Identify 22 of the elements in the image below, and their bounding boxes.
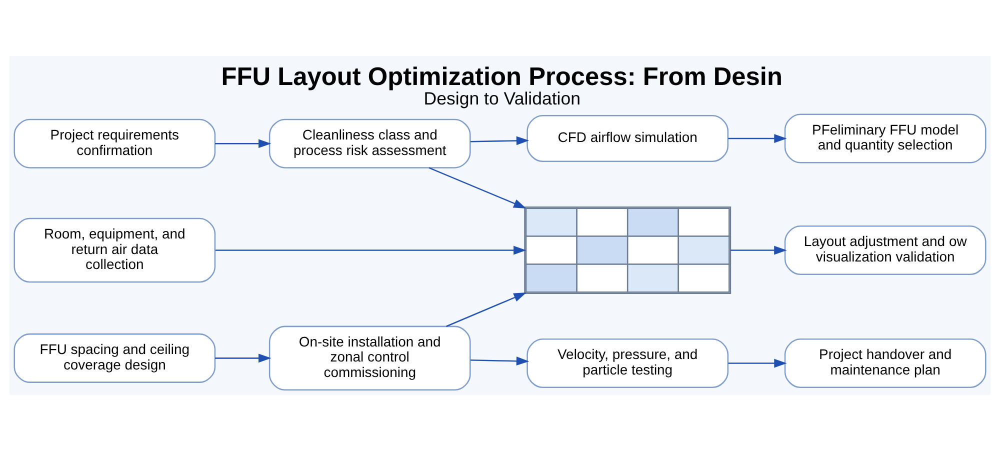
arrow <box>470 356 530 366</box>
arrow <box>728 134 787 142</box>
node-box: PFeliminary FFU model and quantity selection <box>784 113 986 163</box>
node-box: Cleanliness class and process risk assessment <box>268 118 471 168</box>
node-box: Layout adjustment and ow visualization validation <box>784 225 986 275</box>
arrow <box>470 136 530 145</box>
diagram-title: FFU Layout Optimization Process: From Desin <box>221 62 782 91</box>
arrow <box>428 166 526 208</box>
node-box: On-site installation and zonal control commissioning <box>268 325 471 390</box>
node-box: Project requirements confirmation <box>14 118 216 168</box>
arrow <box>728 358 787 368</box>
node-box: Project handover and maintenance plan <box>784 338 986 388</box>
arrow <box>216 245 526 254</box>
arrow <box>215 138 272 148</box>
arrow <box>730 245 787 254</box>
arrow <box>446 292 526 326</box>
node-box: Room, equipment, and return air data collection <box>14 217 216 282</box>
node-box: Velocity, pressure, and particle testing <box>526 338 729 388</box>
caption: Design to Validation <box>424 88 581 108</box>
arrow <box>215 353 272 362</box>
node-box: CFD airflow simulation <box>526 114 729 162</box>
node-box: FFU spacing and ceiling coverage design <box>14 332 216 382</box>
